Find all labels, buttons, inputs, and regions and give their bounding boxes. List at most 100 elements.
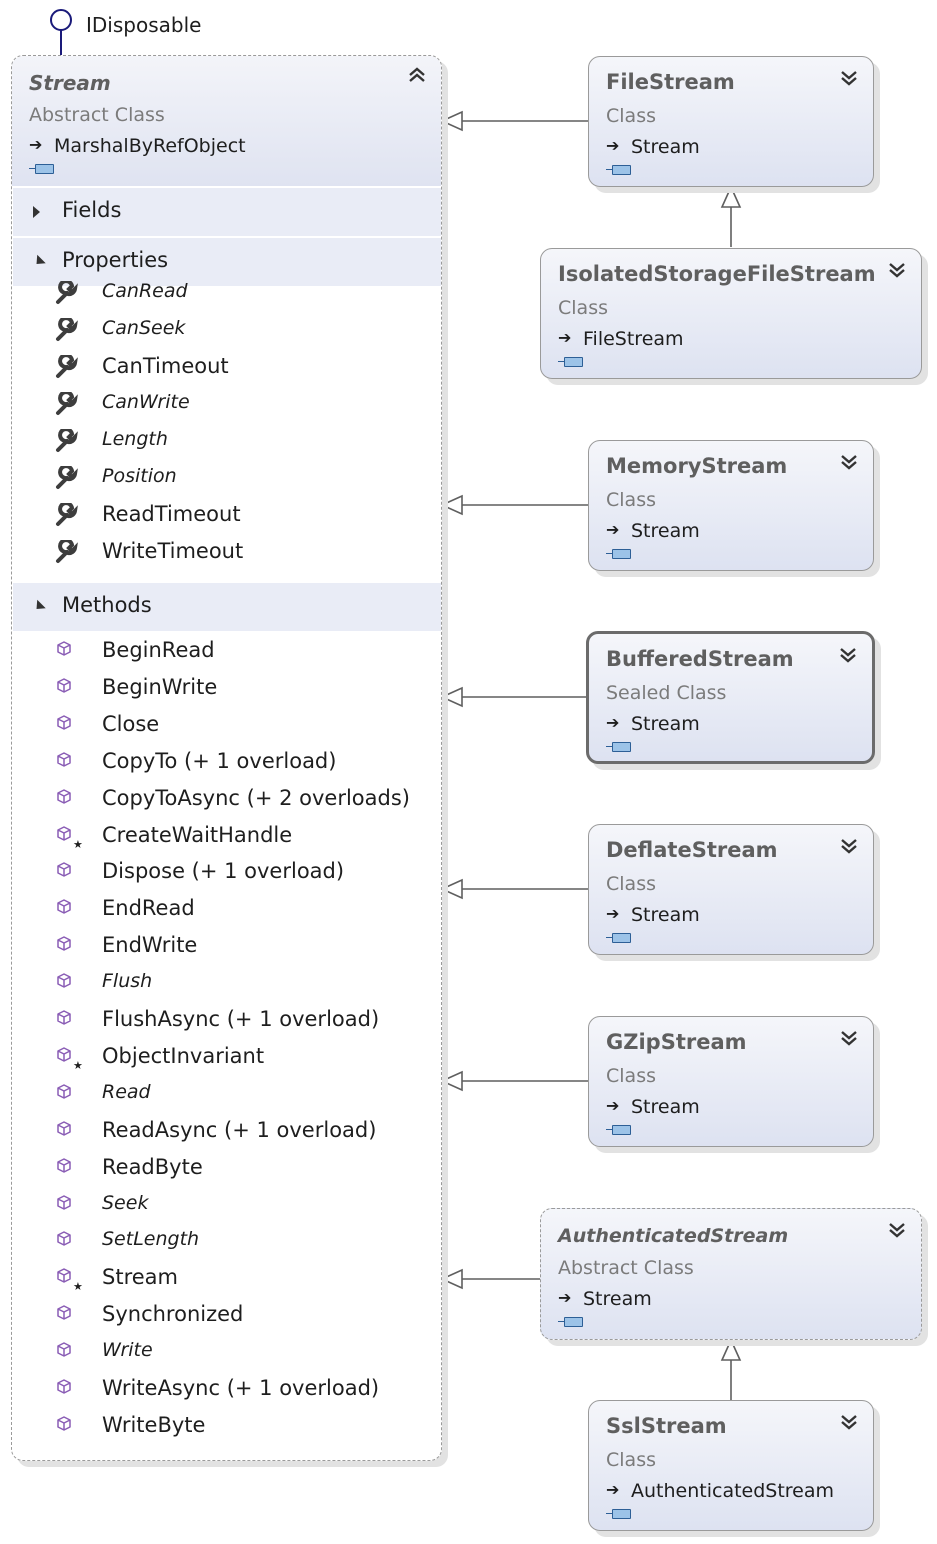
property-item[interactable]: ReadTimeout bbox=[102, 502, 241, 526]
method-item[interactable]: EndWrite bbox=[102, 933, 198, 958]
arrow-right-icon: ➔ bbox=[606, 713, 620, 732]
method-item[interactable]: Write bbox=[102, 1339, 153, 1362]
method-item[interactable]: EndRead bbox=[102, 896, 195, 921]
cube-method-icon bbox=[55, 1267, 73, 1285]
class-base: Stream bbox=[631, 136, 700, 158]
property-item[interactable]: CanSeek bbox=[102, 317, 186, 339]
double-chevron-down-icon[interactable] bbox=[839, 837, 859, 859]
method-item[interactable]: ReadAsync (+ 1 overload) bbox=[102, 1117, 377, 1142]
property-item[interactable]: CanTimeout bbox=[102, 354, 229, 378]
inheritance-bufferedstream bbox=[440, 686, 586, 708]
method-item[interactable]: BeginWrite bbox=[102, 674, 218, 699]
collapse-triangle-icon[interactable] bbox=[32, 254, 46, 269]
class-shape-icon bbox=[558, 1317, 583, 1327]
cube-method-icon bbox=[55, 1341, 73, 1359]
wrench-icon bbox=[55, 279, 81, 305]
class-kind: Class bbox=[606, 1449, 656, 1471]
inheritance-memorystream bbox=[440, 494, 588, 516]
class-shape-icon bbox=[606, 1125, 631, 1135]
class-shape-icon bbox=[606, 742, 631, 752]
double-chevron-down-icon[interactable] bbox=[839, 453, 859, 475]
property-item[interactable]: CanRead bbox=[102, 280, 188, 302]
arrow-right-icon: ➔ bbox=[29, 135, 43, 154]
method-item[interactable]: Synchronized bbox=[102, 1302, 244, 1327]
wrench-icon bbox=[55, 390, 81, 416]
class-shape-icon bbox=[558, 357, 583, 367]
method-item[interactable]: BeginRead bbox=[102, 638, 215, 662]
class-title: Stream bbox=[29, 71, 111, 95]
wrench-icon bbox=[55, 464, 81, 490]
arrow-right-icon: ➔ bbox=[606, 520, 620, 539]
cube-method-icon bbox=[55, 1083, 73, 1101]
double-chevron-down-icon[interactable] bbox=[887, 1221, 907, 1243]
section-label: Methods bbox=[62, 593, 152, 617]
property-item[interactable]: WriteTimeout bbox=[102, 539, 244, 563]
class-kind: Class bbox=[606, 105, 656, 127]
class-header: Stream Abstract Class ➔ MarshalByRefObje… bbox=[12, 56, 441, 186]
interface-label: IDisposable bbox=[86, 13, 202, 37]
method-item[interactable]: FlushAsync (+ 1 overload) bbox=[102, 1007, 380, 1031]
method-item[interactable]: Dispose (+ 1 overload) bbox=[102, 859, 345, 884]
class-base: AuthenticatedStream bbox=[631, 1480, 835, 1502]
method-item[interactable]: Close bbox=[102, 711, 160, 736]
method-item[interactable]: ReadByte bbox=[102, 1154, 203, 1179]
section-methods[interactable]: Methods bbox=[13, 583, 441, 631]
section-fields[interactable]: Fields bbox=[13, 188, 441, 236]
class-title: DeflateStream bbox=[606, 838, 778, 862]
section-label: Properties bbox=[62, 248, 169, 272]
cube-method-icon bbox=[55, 861, 73, 879]
star-icon: ★ bbox=[73, 1280, 83, 1294]
double-chevron-down-icon[interactable] bbox=[839, 69, 859, 91]
class-base: Stream bbox=[631, 904, 700, 926]
method-item[interactable]: CopyToAsync (+ 2 overloads) bbox=[102, 785, 410, 810]
class-title: GZipStream bbox=[606, 1030, 747, 1054]
method-item[interactable]: WriteAsync (+ 1 overload) bbox=[102, 1376, 380, 1400]
cube-method-icon bbox=[55, 751, 73, 769]
double-chevron-down-icon[interactable] bbox=[838, 646, 858, 668]
cube-method-icon bbox=[55, 1304, 73, 1322]
method-item[interactable]: Read bbox=[102, 1080, 151, 1103]
double-chevron-down-icon[interactable] bbox=[839, 1413, 859, 1435]
cube-method-icon bbox=[55, 972, 73, 990]
expand-triangle-icon[interactable] bbox=[33, 206, 40, 218]
property-item[interactable]: Position bbox=[102, 465, 177, 487]
arrow-right-icon: ➔ bbox=[606, 1096, 620, 1115]
method-item[interactable]: Stream bbox=[102, 1265, 178, 1290]
arrow-right-icon: ➔ bbox=[558, 1288, 572, 1307]
property-item[interactable]: CanWrite bbox=[102, 391, 190, 413]
method-item[interactable]: ObjectInvariant bbox=[102, 1043, 265, 1068]
class-kind: Abstract Class bbox=[558, 1257, 694, 1279]
collapse-triangle-icon[interactable] bbox=[32, 599, 46, 614]
double-chevron-down-icon[interactable] bbox=[839, 1029, 859, 1051]
method-item[interactable]: WriteByte bbox=[102, 1412, 206, 1437]
inheritance-deflatestream bbox=[440, 878, 588, 900]
double-chevron-down-icon[interactable] bbox=[887, 261, 907, 283]
class-kind: Class bbox=[606, 1065, 656, 1087]
method-item[interactable]: Flush bbox=[102, 970, 153, 993]
method-item[interactable]: CopyTo (+ 1 overload) bbox=[102, 748, 337, 773]
stream-class-box[interactable]: Stream Abstract Class ➔ MarshalByRefObje… bbox=[11, 55, 442, 1461]
method-item[interactable]: Seek bbox=[102, 1191, 149, 1214]
class-title: IsolatedStorageFileStream bbox=[558, 262, 876, 286]
class-shape-icon bbox=[606, 1509, 631, 1519]
wrench-icon bbox=[55, 316, 81, 342]
star-icon: ★ bbox=[73, 837, 83, 851]
cube-method-icon bbox=[55, 677, 73, 695]
star-icon: ★ bbox=[73, 1058, 83, 1072]
class-title: FileStream bbox=[606, 70, 735, 94]
section-properties[interactable]: Properties bbox=[13, 238, 441, 286]
double-chevron-up-icon[interactable] bbox=[407, 66, 427, 88]
cube-method-icon bbox=[55, 935, 73, 953]
method-item[interactable]: SetLength bbox=[102, 1228, 200, 1251]
property-item[interactable]: Length bbox=[102, 428, 168, 450]
method-item[interactable]: CreateWaitHandle bbox=[102, 822, 293, 847]
class-kind: Class bbox=[558, 297, 608, 319]
